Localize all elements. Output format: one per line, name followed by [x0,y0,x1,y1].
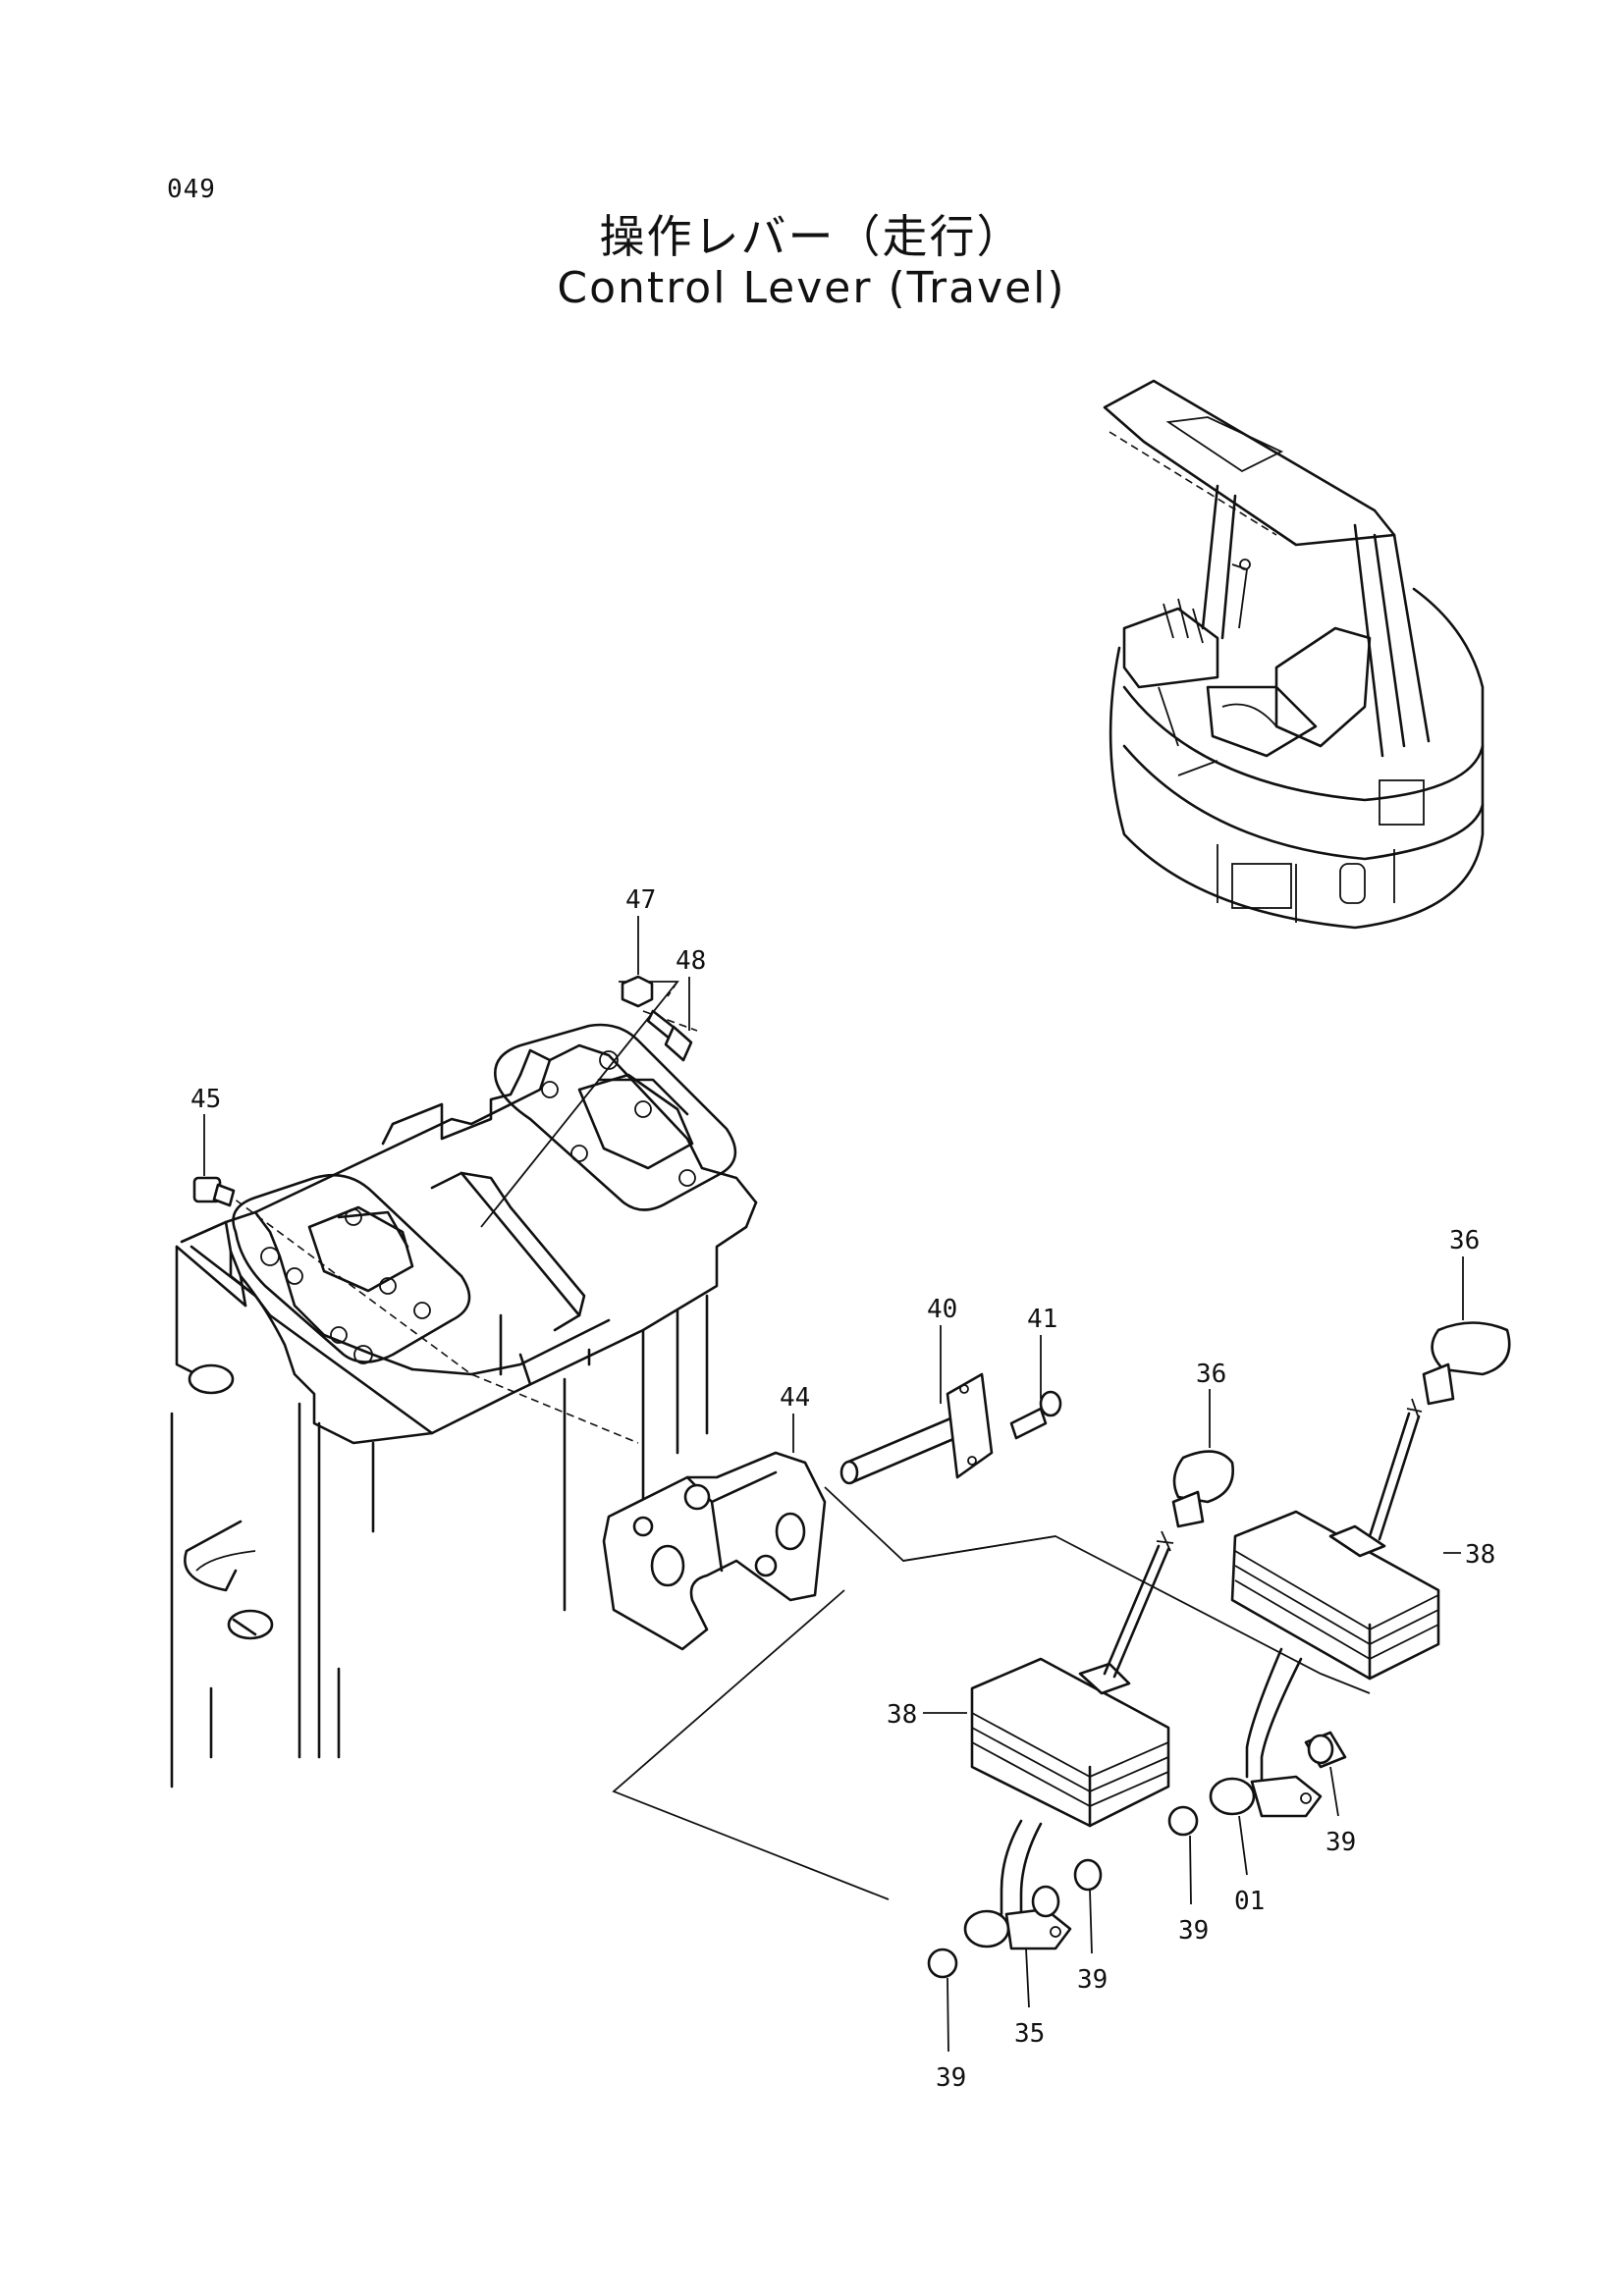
machine-overview-illustration [1103,379,1485,930]
callout-45: 45 [190,1085,221,1114]
callout-40: 40 [927,1295,957,1324]
callout-35: 35 [1014,2019,1045,2049]
bolt-41-illustration [1009,1390,1062,1440]
right-lever-assembly-illustration [1167,1321,1511,1837]
nut-47-illustration [621,975,654,1008]
pin-40-illustration [839,1372,994,1485]
title-japanese: 操作レバー（走行） [599,210,1024,263]
callout-36-right: 36 [1449,1226,1480,1255]
callout-48: 48 [676,946,706,976]
callout-47: 47 [625,885,656,915]
callout-44: 44 [780,1383,810,1413]
callout-36-left: 36 [1196,1360,1226,1389]
left-lever-assembly-illustration [927,1450,1235,1979]
callout-38-right: 38 [1465,1540,1495,1570]
page-number: 049 [167,175,216,204]
callout-leaders [203,916,1464,2053]
leader-lines [225,981,1371,1900]
callout-41: 41 [1027,1305,1057,1334]
bolt-48-illustration [646,1009,693,1062]
bracket-44-illustration [602,1451,827,1651]
callout-39-left-upper: 39 [1077,1965,1108,1995]
title-english: Control Lever (Travel) [557,263,1066,313]
bolt-45-illustration [192,1176,236,1207]
callout-01: 01 [1234,1887,1265,1916]
callout-labels: 47 48 45 40 41 44 36 36 38 38 39 39 39 3… [190,885,1495,2093]
callout-39-right-lower: 39 [1178,1916,1209,1946]
callout-39-left-lower: 39 [936,2063,966,2093]
callout-39-right-upper: 39 [1325,1828,1356,1857]
callout-38-left: 38 [887,1700,917,1730]
control-stand-frame [170,1023,758,1789]
